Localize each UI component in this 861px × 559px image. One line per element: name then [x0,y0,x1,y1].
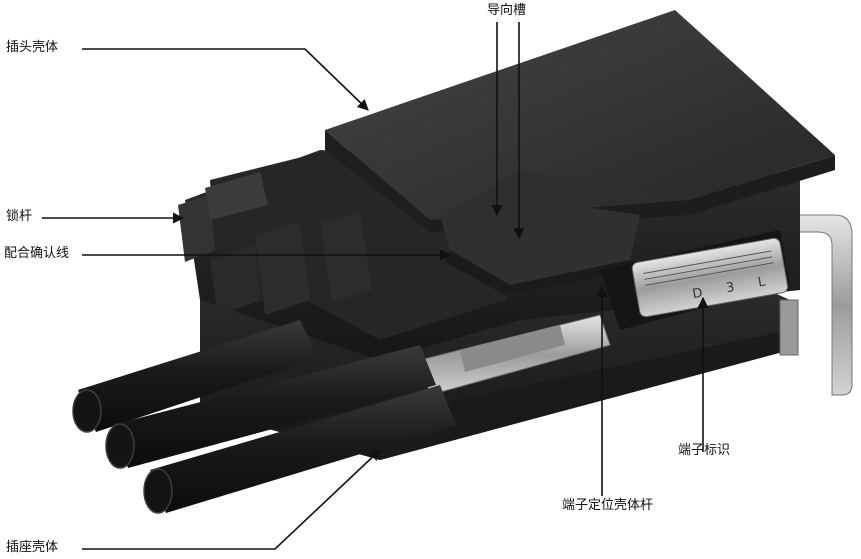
leader-socket-housing [82,449,381,550]
label-socket-housing: 插座壳体 [6,540,59,555]
leader-plug-housing [82,48,369,111]
front-ribs [255,212,372,315]
guide-slot-detail [440,200,640,295]
cable-3 [143,385,456,514]
label-lock-lever: 锁杆 [6,209,33,224]
label-plug-housing: 插头壳体 [6,40,59,55]
leader-lines [42,22,709,550]
cable-1 [72,320,318,433]
label-terminal-mark: 端子标识 [678,443,731,458]
cable-2 [105,345,436,469]
metal-pins [779,214,853,396]
label-mating-confirm-line: 配合确认线 [4,246,70,261]
connector-illustration: D 3 L [72,10,853,514]
cables [72,320,456,514]
label-guide-slot: 导向槽 [487,3,527,18]
lock-lever [178,172,268,315]
terminal-window: D 3 L [600,230,790,330]
label-terminal-position-lever: 端子定位壳体杆 [562,498,654,513]
